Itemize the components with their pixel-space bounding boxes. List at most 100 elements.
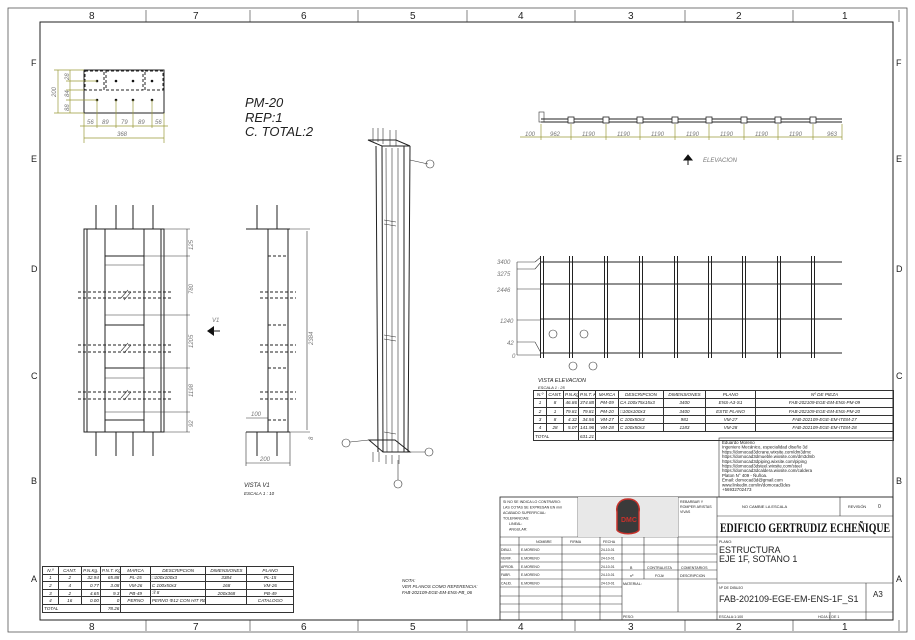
front-dim-2: 780	[189, 283, 195, 294]
plan-dim: 1190	[651, 132, 665, 138]
column-side-view: 2384 8 100 200 VISTA V1 ESCALA 1 : 10	[244, 205, 315, 496]
side-top-dim: 100	[251, 412, 262, 418]
callout-balloon	[588, 361, 598, 371]
column-front-view: 125 780 1205 1198 92	[78, 205, 195, 456]
plate-dim-h4: 89	[138, 120, 145, 126]
zone-column-bottom: 7	[193, 622, 199, 633]
plan-title-2: EJE 1F, SOTANO 1	[719, 554, 797, 564]
column-header: P.N.Kg.	[563, 389, 579, 400]
table-cell: 200x368	[205, 588, 248, 598]
role-date: 24-10-01	[601, 556, 615, 560]
plate-dim-v1: 28	[65, 73, 71, 81]
author-line: www.linkedin.com/in/domocad3des	[722, 482, 791, 487]
total-blank	[595, 431, 894, 441]
table-cell: □100x100x3	[618, 406, 664, 416]
table-cell: C 100x50x3	[618, 423, 664, 433]
rev-col2-1: nº	[630, 574, 634, 578]
table-cell: 3384	[205, 573, 248, 583]
plate-dim-h2: 89	[102, 120, 109, 126]
role-date: 24-10-01	[601, 565, 615, 569]
role-label: FABR.	[501, 573, 511, 577]
plan-post	[705, 116, 713, 124]
author-line: https://domocad3dcrane.wixsite.com/dm3dm…	[722, 449, 812, 454]
zone-row-right: B	[896, 476, 902, 486]
zone-column-bottom: 3	[628, 622, 634, 633]
table-cell	[205, 596, 248, 605]
col-fecha: FECHA	[603, 540, 616, 544]
total-value: 78.26	[99, 603, 122, 613]
table-cell: ℛ 8	[149, 588, 207, 598]
table-cell: 1	[533, 398, 547, 408]
elevation-column	[569, 256, 573, 358]
author-line: Eduardo Moreno	[722, 440, 755, 445]
table-cell: 65.88	[99, 573, 122, 583]
level-2446: 2446	[496, 288, 511, 294]
author-line: https://domocad3dpiping.wixsite.com/pipi…	[722, 459, 807, 464]
revision-label: REVISIÓN	[848, 504, 866, 509]
title-block: DMC	[499, 496, 894, 621]
title-note: SI NO SE INDICA LO CONTRARIO:	[503, 500, 561, 504]
plan-post	[740, 116, 748, 124]
author-line: https://domocad3dmueble.wixsite.com/dm3d…	[722, 454, 815, 459]
side-small-dim: 8	[309, 436, 315, 440]
material-label: MATERIAL:	[623, 582, 642, 586]
front-dim-4: 1198	[189, 383, 195, 397]
table-cell: 981	[663, 414, 706, 425]
table-cell: VM-28	[705, 423, 756, 433]
table-cell: 2	[533, 406, 547, 416]
table-cell: 3400	[663, 406, 706, 416]
table-cell: 8	[546, 398, 564, 408]
callout-balloon	[425, 159, 435, 169]
column-isometric-view	[341, 128, 435, 489]
zone-column-bottom: 6	[301, 622, 307, 633]
note-line-2: FAB-202109-EGE-EM-ENS-PB_06	[402, 590, 472, 595]
sheet-number: HOJA 1 DE 1	[818, 615, 839, 619]
column-header: P.N.T. Kg.	[578, 389, 596, 400]
elevation-column	[742, 256, 746, 358]
author-line: https://domocad3dsteel.wixsite.com/steel	[722, 464, 802, 469]
zone-column-top: 2	[736, 11, 742, 22]
table-cell: VM-27	[595, 414, 619, 425]
rev-col-1: B	[630, 566, 633, 570]
column-header: N.º	[42, 566, 59, 575]
author-line: Platon N° 409 - Ñuñoa.	[722, 473, 767, 478]
column-header: CANT.	[57, 566, 82, 575]
project-title: EDIFICIO GERTRUDIZ ECHEÑIQUE	[720, 520, 890, 535]
zone-row-left: A	[31, 574, 37, 584]
table-cell: PERNO Φ12 CON HIT RE 500	[149, 596, 207, 605]
role-date: 24-10-01	[601, 573, 615, 577]
total-label: TOTAL	[533, 431, 579, 441]
view-v1-label: V1	[212, 318, 219, 324]
plan-post	[671, 116, 679, 124]
zone-row-right: C	[896, 371, 903, 381]
revision-value: 0	[878, 504, 881, 510]
elevation-label: ELEVACION	[703, 158, 738, 164]
title-note: LINEAL:	[509, 522, 522, 526]
total-blank	[120, 603, 294, 613]
role-name: E.MORENO	[521, 573, 540, 577]
table-cell: 3400	[663, 398, 706, 408]
zone-column-bottom: 5	[410, 622, 416, 633]
table-cell: VM-27	[705, 414, 756, 425]
table-cell: 4.65	[80, 588, 101, 598]
rev-col2-2: FOJ#	[655, 574, 664, 578]
company-logo	[616, 498, 640, 535]
zone-column-top: 1	[842, 11, 848, 22]
rev-col-2: CONTRALISTA	[647, 566, 672, 570]
part-mark: PM-20	[245, 95, 284, 110]
plan-dim: 1190	[617, 132, 631, 138]
logo-text: DMC	[621, 517, 637, 524]
table-cell: 9.3	[99, 588, 122, 598]
role-label: DIBUJ.	[501, 548, 512, 552]
table-cell: 141.96	[578, 423, 596, 433]
col-nombre: NOMBRE	[536, 540, 552, 544]
role-label: VERIF.	[501, 556, 512, 560]
elevation-column	[708, 256, 712, 358]
title-note: TOLERANCIAS:	[503, 517, 529, 521]
table-cell: 3	[42, 588, 59, 598]
column-header: DIMENSIONES	[663, 389, 706, 400]
